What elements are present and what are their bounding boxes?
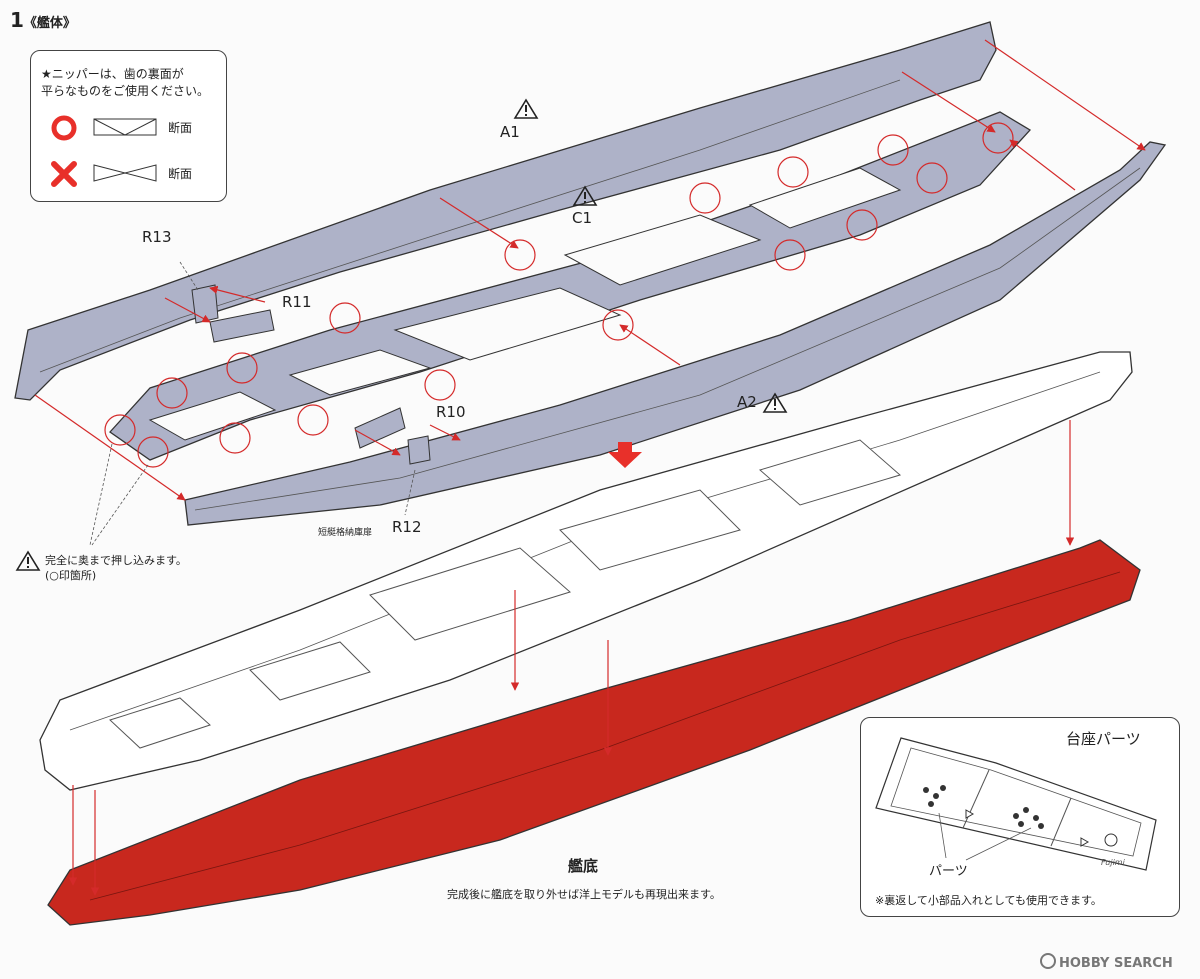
- stand-tray-diagram: [875, 737, 1157, 871]
- step-number: 1: [10, 8, 24, 32]
- caution-icon-c1: [572, 185, 598, 206]
- ok-blade-section-icon: [93, 118, 157, 136]
- watermark: HOBBY SEARCH: [1040, 953, 1173, 971]
- drop-arrows: [68, 420, 1075, 896]
- ng-section-label: 断面: [168, 167, 193, 181]
- label-a2: A2: [737, 393, 757, 411]
- check-circles: [104, 122, 1014, 468]
- hull-bottom-title: 艦底: [568, 857, 599, 875]
- ng-cross-icon: [51, 161, 77, 187]
- stand-parts-label: パーツ: [929, 864, 968, 879]
- watermark-text: HOBBY SEARCH: [1059, 956, 1173, 971]
- stand-parts-box: 台座パーツ Fujimi パーツ ※裏返して小部品入れとしても使用できます。: [860, 717, 1180, 917]
- caution-icon-note: [15, 550, 41, 571]
- caution-note-line2: (○印箇所): [45, 569, 97, 582]
- watermark-logo-icon: [1040, 953, 1056, 969]
- assembled-hull: [39, 351, 1133, 791]
- label-r12: R12: [392, 518, 422, 536]
- maker-mark: Fujimi: [1101, 858, 1125, 867]
- caution-icon-a1: [513, 98, 539, 119]
- step-label: 《艦体》: [23, 16, 76, 31]
- label-r10: R10: [436, 403, 466, 421]
- nipper-note-line2: 平らなものをご使用ください。: [41, 84, 210, 98]
- label-r11: R11: [282, 293, 312, 311]
- stand-title: 台座パーツ: [1066, 730, 1141, 748]
- part-r10: [354, 407, 406, 449]
- label-a1: A1: [500, 123, 520, 141]
- ok-circle-icon: [51, 115, 77, 141]
- hull-bottom: [47, 539, 1141, 926]
- part-a2-hull-side: [184, 141, 1167, 526]
- step-down-arrow: [608, 442, 642, 468]
- assembly-arrows: [34, 39, 1146, 501]
- hull-bottom-caption: 完成後に艦底を取り外せば洋上モデルも再現出来ます。: [447, 888, 721, 901]
- part-r12: [407, 435, 431, 465]
- label-c1: C1: [572, 209, 593, 227]
- ok-section-label: 断面: [168, 121, 193, 135]
- nipper-note-box: ★ニッパーは、歯の裏面が 平らなものをご使用ください。 断面 断面: [30, 50, 227, 202]
- label-r13: R13: [142, 228, 172, 246]
- part-r11: [209, 309, 275, 343]
- caution-icon-a2: [762, 392, 788, 413]
- part-c1-deck-frame: [109, 111, 1032, 461]
- leader-lines: [89, 261, 416, 546]
- r12-boat-door-label: 短艇格納庫扉: [318, 528, 373, 538]
- part-r13: [191, 284, 219, 324]
- ng-blade-section-icon: [93, 164, 157, 182]
- caution-note-line1: 完全に奥まで押し込みます。: [45, 554, 187, 567]
- nipper-note-line1: ★ニッパーは、歯の裏面が: [41, 67, 184, 81]
- part-a1-hull-side: [14, 21, 997, 401]
- stand-note: ※裏返して小部品入れとしても使用できます。: [875, 894, 1102, 907]
- step-title: 1《艦体》: [10, 8, 76, 32]
